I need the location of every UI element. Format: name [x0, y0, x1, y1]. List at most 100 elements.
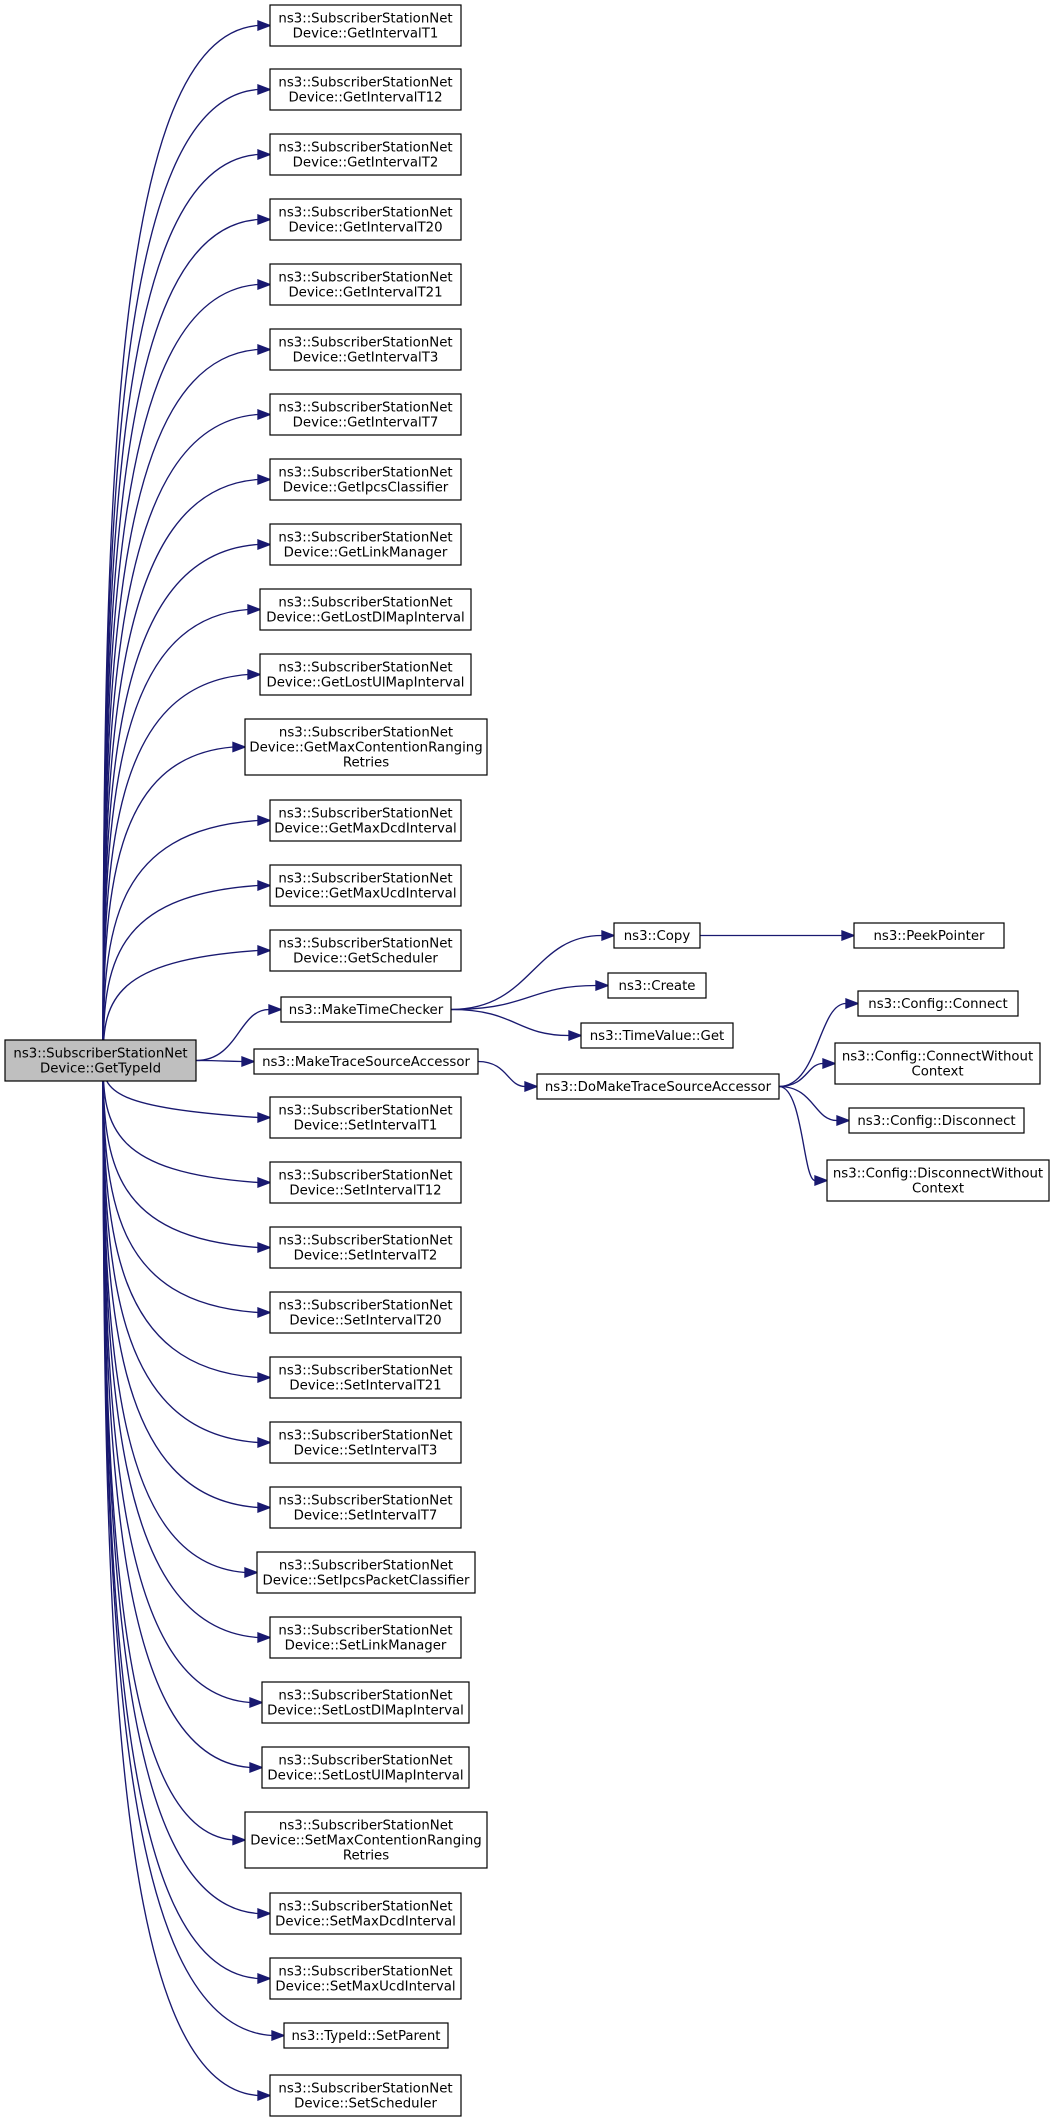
node-label: ns3::SubscriberStationNet [278, 1754, 452, 1769]
edge-root-n5 [102, 279, 272, 1061]
edge-arrowhead [257, 1242, 272, 1253]
edge-arrowhead [814, 1175, 829, 1186]
node-n32[interactable]: ns3::TypeId::SetParent [283, 2022, 449, 2049]
node-n4[interactable]: ns3::SubscriberStationNetDevice::GetInte… [269, 198, 462, 241]
node-n8[interactable]: ns3::SubscriberStationNetDevice::GetIpcs… [269, 458, 462, 501]
node-box [261, 1681, 470, 1724]
edge-arrowhead [257, 2090, 272, 2101]
edge-line [102, 1060, 246, 1574]
node-n10[interactable]: ns3::SubscriberStationNetDevice::GetLost… [259, 588, 472, 631]
edge-arrowhead [257, 1908, 272, 1919]
node-n14[interactable]: ns3::SubscriberStationNetDevice::GetMaxU… [269, 864, 462, 907]
edge-arrowhead [257, 409, 272, 420]
node-n19[interactable]: ns3::SubscriberStationNetDevice::SetInte… [269, 1161, 462, 1204]
edge-line [778, 1085, 816, 1182]
edge-line [102, 88, 259, 1061]
node-n27[interactable]: ns3::SubscriberStationNetDevice::SetLost… [261, 1681, 470, 1724]
node-box [259, 653, 472, 696]
edge-line [102, 949, 259, 1061]
node-box [269, 2074, 462, 2117]
node-n29[interactable]: ns3::SubscriberStationNetDevice::SetMaxC… [244, 1811, 488, 1869]
edge-arrowhead [257, 344, 272, 355]
node-n31[interactable]: ns3::SubscriberStationNetDevice::SetMaxU… [269, 1957, 462, 2000]
node-n12[interactable]: ns3::SubscriberStationNetDevice::GetMaxC… [244, 718, 488, 776]
node-n33[interactable]: ns3::SubscriberStationNetDevice::SetSche… [269, 2074, 462, 2117]
node-domake[interactable]: ns3::DoMakeTraceSourceAccessor [536, 1073, 780, 1100]
node-copy[interactable]: ns3::Copy [613, 922, 701, 949]
node-n26[interactable]: ns3::SubscriberStationNetDevice::SetLink… [269, 1616, 462, 1659]
edge-arrowhead [247, 604, 262, 615]
node-n2[interactable]: ns3::SubscriberStationNetDevice::GetInte… [269, 68, 462, 111]
node-label: Device::GetLostUlMapInterval [267, 676, 465, 691]
node-label: ns3::SubscriberStationNet [278, 1234, 452, 1249]
edge-arrowhead [257, 20, 272, 31]
node-n24[interactable]: ns3::SubscriberStationNetDevice::SetInte… [269, 1486, 462, 1529]
node-peek[interactable]: ns3::PeekPointer [853, 922, 1005, 949]
node-label: ns3::Create [619, 979, 696, 994]
node-n20[interactable]: ns3::SubscriberStationNetDevice::SetInte… [269, 1226, 462, 1269]
node-box [253, 1048, 479, 1075]
node-n28[interactable]: ns3::SubscriberStationNetDevice::SetLost… [261, 1746, 470, 1789]
node-label: Retries [343, 756, 389, 771]
node-label: Device::GetMaxDcdInterval [274, 822, 457, 837]
edge-line [102, 1060, 259, 1314]
node-n3[interactable]: ns3::SubscriberStationNetDevice::GetInte… [269, 133, 462, 176]
node-box [857, 990, 1019, 1017]
root-node[interactable]: ns3::SubscriberStationNetDevice::GetType… [4, 1039, 197, 1082]
node-label: ns3::Config::ConnectWithout [842, 1050, 1033, 1065]
edge-arrowhead [257, 1307, 272, 1318]
edge-line [102, 746, 234, 1061]
edge-arrowhead [257, 1632, 272, 1643]
edge-line [102, 24, 259, 1061]
node-n30[interactable]: ns3::SubscriberStationNetDevice::SetMaxD… [269, 1892, 462, 1935]
edge-arrowhead [601, 930, 616, 941]
node-label: ns3::SubscriberStationNet [278, 1169, 452, 1184]
node-label: ns3::SubscriberStationNet [278, 76, 452, 91]
node-label: ns3::SubscriberStationNet [278, 206, 452, 221]
node-box [269, 523, 462, 566]
node-n22[interactable]: ns3::SubscriberStationNetDevice::SetInte… [269, 1356, 462, 1399]
node-label: ns3::SubscriberStationNet [278, 1494, 452, 1509]
node-create[interactable]: ns3::Create [607, 972, 707, 999]
node-tvget[interactable]: ns3::TimeValue::Get [580, 1022, 734, 1049]
edge-domake-connectwc [778, 1058, 837, 1088]
node-n6[interactable]: ns3::SubscriberStationNetDevice::GetInte… [269, 328, 462, 371]
node-n16[interactable]: ns3::MakeTimeChecker [280, 996, 452, 1023]
node-n9[interactable]: ns3::SubscriberStationNetDevice::GetLink… [269, 523, 462, 566]
node-n21[interactable]: ns3::SubscriberStationNetDevice::SetInte… [269, 1291, 462, 1334]
edge-root-n23 [102, 1060, 272, 1448]
edge-arrowhead [822, 1058, 837, 1069]
edge-line [102, 218, 259, 1061]
node-n1[interactable]: ns3::SubscriberStationNetDevice::GetInte… [269, 4, 462, 47]
node-label: Device::SetIntervalT3 [294, 1444, 438, 1459]
node-disconnect[interactable]: ns3::Config::Disconnect [848, 1107, 1025, 1134]
node-n17[interactable]: ns3::MakeTraceSourceAccessor [253, 1048, 479, 1075]
edge-line [450, 1008, 570, 1037]
node-box [269, 799, 462, 842]
node-n13[interactable]: ns3::SubscriberStationNetDevice::GetMaxD… [269, 799, 462, 842]
node-n23[interactable]: ns3::SubscriberStationNetDevice::SetInte… [269, 1421, 462, 1464]
edge-root-n2 [102, 84, 272, 1061]
node-label: ns3::SubscriberStationNet [278, 401, 452, 416]
node-n15[interactable]: ns3::SubscriberStationNetDevice::GetSche… [269, 929, 462, 972]
edge-root-n26 [102, 1060, 272, 1643]
node-n7[interactable]: ns3::SubscriberStationNetDevice::GetInte… [269, 393, 462, 436]
node-label: Device::GetIntervalT7 [293, 416, 439, 431]
node-label: ns3::SubscriberStationNet [278, 12, 452, 27]
edge-line [102, 1060, 259, 1379]
node-label: Device::GetIntervalT20 [288, 221, 442, 236]
edge-root-n27 [102, 1060, 264, 1708]
node-box [261, 1746, 470, 1789]
edge-line [477, 1060, 526, 1088]
node-connect[interactable]: ns3::Config::Connect [857, 990, 1019, 1017]
node-n5[interactable]: ns3::SubscriberStationNetDevice::GetInte… [269, 263, 462, 306]
node-n25[interactable]: ns3::SubscriberStationNetDevice::SetIpcs… [256, 1551, 476, 1594]
node-n11[interactable]: ns3::SubscriberStationNetDevice::GetLost… [259, 653, 472, 696]
node-label: ns3::SubscriberStationNet [279, 1559, 453, 1574]
node-label: ns3::SubscriberStationNet [278, 872, 452, 887]
node-n18[interactable]: ns3::SubscriberStationNetDevice::SetInte… [269, 1096, 462, 1139]
edge-line [102, 1060, 259, 1444]
edges-layer [102, 20, 860, 2101]
